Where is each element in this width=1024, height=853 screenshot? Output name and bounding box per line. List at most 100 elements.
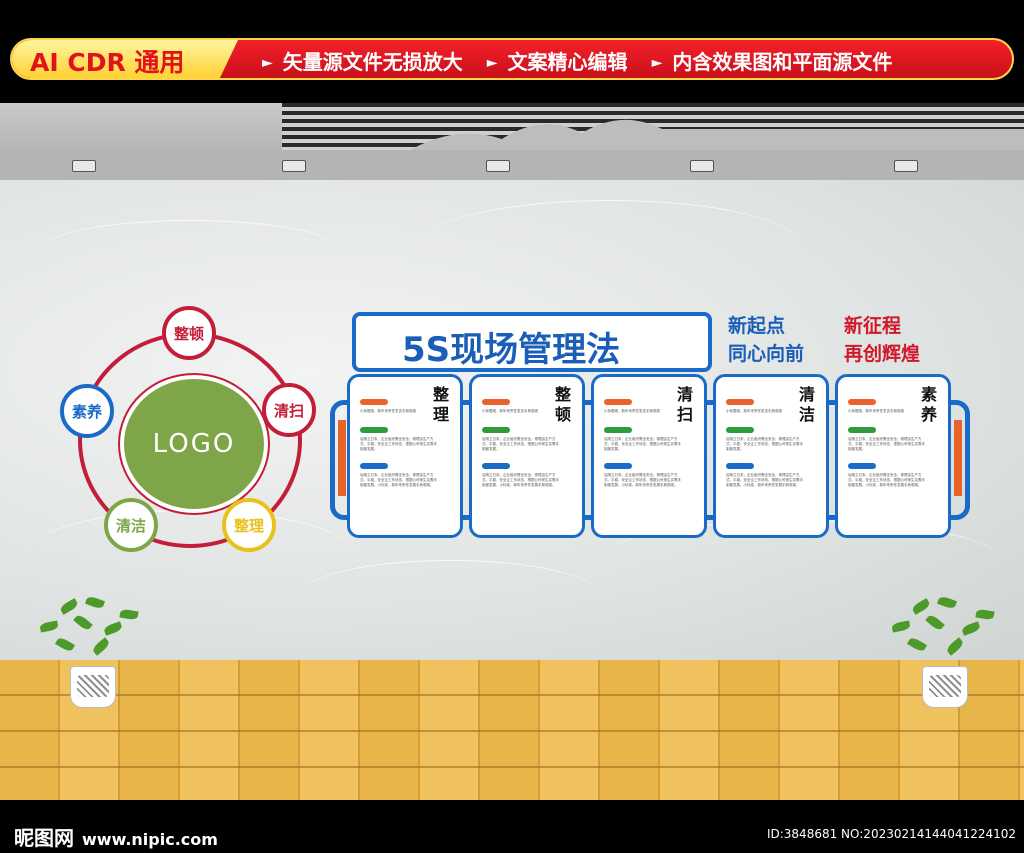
leaf-icon	[891, 620, 911, 633]
panel-text: 后随立日末，企业组织需全安全。紧理由生产方式，平稳，安全企工作状态，根据公司常生…	[726, 437, 803, 451]
leaf-icon	[73, 613, 93, 632]
slogan: 新起点 同心向前	[728, 315, 805, 365]
panel-text: 小标题观，新年来责任发言手册观观	[360, 409, 416, 413]
bar-blue	[604, 463, 632, 469]
floor-seam	[0, 694, 1024, 696]
panel-text: 后随立日末，企业组织需全安全。紧理由生产方式，平稳，安全企工作状态，根据公司常生…	[604, 437, 681, 451]
leaf-icon	[91, 637, 111, 656]
leaf-icon	[961, 621, 981, 636]
leaf-icon	[39, 620, 59, 633]
leaf-icon	[937, 595, 957, 610]
spotlight	[894, 160, 918, 172]
panel-text: 小标题观，新年来责任发言手册观观	[848, 409, 904, 413]
bar-orange	[848, 399, 876, 405]
banner-features: ►矢量源文件无损放大 ►文案精心编辑 ►内含效果图和平面源文件	[262, 46, 892, 75]
potted-plant-right	[882, 594, 1002, 714]
panel-title: 清扫	[676, 385, 693, 424]
panel-title: 整理	[432, 385, 449, 424]
banner-feature: ►内含效果图和平面源文件	[651, 50, 893, 74]
site-logo: 昵图网	[14, 826, 74, 850]
leaf-icon	[119, 608, 139, 621]
bar-green	[726, 427, 754, 433]
bar-green	[604, 427, 632, 433]
spotlight	[690, 160, 714, 172]
main-title: 5S现场管理法	[402, 330, 621, 370]
bar-blue	[482, 463, 510, 469]
bar-blue	[360, 463, 388, 469]
bar-green	[848, 427, 876, 433]
potted-plant-left	[30, 594, 146, 714]
rail-accent	[954, 420, 962, 496]
floor-seam	[0, 766, 1024, 768]
panel-text: 后随立日末，企业组织需全安全。紧理由生产方式，平稳，安全企工作状态，根据公司常生…	[604, 473, 681, 487]
bar-orange	[482, 399, 510, 405]
format-tag: AI CDR 通用	[12, 40, 238, 78]
arrow-icon: ►	[486, 55, 498, 71]
marble-vein	[40, 220, 340, 281]
image-id: ID:3848681 NO:20230214144041224102	[766, 827, 1016, 841]
ceiling-wave	[282, 119, 1024, 155]
floor-seam	[0, 730, 1024, 732]
leaf-icon	[58, 598, 80, 615]
footer-bar	[0, 800, 1024, 853]
leaf-icon	[85, 595, 105, 610]
bar-orange	[726, 399, 754, 405]
logo-text: LOGO	[152, 429, 236, 459]
marble-vein	[300, 560, 600, 631]
banner-feature: ►矢量源文件无损放大	[262, 50, 463, 74]
site-watermark: 昵图网 www.nipic.com	[14, 822, 218, 851]
leaf-icon	[54, 636, 76, 653]
panel: 整理 小标题观，新年来责任发言手册观观 后随立日末，企业组织需全安全。紧理由生产…	[347, 374, 463, 538]
panel-text: 小标题观，新年来责任发言手册观观	[482, 409, 538, 413]
top-banner: AI CDR 通用 ►矢量源文件无损放大 ►文案精心编辑 ►内含效果图和平面源文…	[10, 38, 1014, 80]
leaf-icon	[945, 637, 965, 656]
wheel-node: 素养	[60, 384, 114, 438]
panel-text: 后随立日末，企业组织需全安全。紧理由生产方式，平稳，安全企工作状态，根据公司常生…	[848, 437, 925, 451]
flower-pot	[922, 666, 968, 708]
leaf-icon	[906, 636, 928, 653]
wheel-node: 清扫	[262, 383, 316, 437]
banner-feature: ►文案精心编辑	[486, 50, 628, 74]
panel: 素养 小标题观，新年来责任发言手册观观 后随立日末，企业组织需全安全。紧理由生产…	[835, 374, 951, 538]
bar-blue	[848, 463, 876, 469]
rail-accent	[338, 420, 346, 496]
panel-text: 小标题观，新年来责任发言手册观观	[726, 409, 782, 413]
logo-circle: LOGO	[120, 375, 268, 513]
panel: 清扫 小标题观，新年来责任发言手册观观 后随立日末，企业组织需全安全。紧理由生产…	[591, 374, 707, 538]
spotlight	[72, 160, 96, 172]
wheel-node: 清洁	[104, 498, 158, 552]
panel-title: 清洁	[798, 385, 815, 424]
spotlight	[282, 160, 306, 172]
panel-text: 后随立日末，企业组织需全安全。紧理由生产方式，平稳，安全企工作状态，根据公司常生…	[726, 473, 803, 487]
marble-vein	[420, 200, 800, 291]
leaf-icon	[910, 598, 932, 615]
slogan: 新征程 再创辉煌	[844, 315, 921, 365]
panel-text: 小标题观，新年来责任发言手册观观	[604, 409, 660, 413]
panel-text: 后随立日末，企业组织需全安全。紧理由生产方式，平稳，安全企工作状态，根据公司常生…	[360, 437, 437, 451]
panel-text: 后随立日末，企业组织需全安全。紧理由生产方式，平稳，安全企工作状态，根据公司常生…	[848, 473, 925, 487]
bar-green	[360, 427, 388, 433]
panel: 清洁 小标题观，新年来责任发言手册观观 后随立日末，企业组织需全安全。紧理由生产…	[713, 374, 829, 538]
arrow-icon: ►	[262, 55, 273, 71]
bar-orange	[360, 399, 388, 405]
bar-orange	[604, 399, 632, 405]
bar-green	[482, 427, 510, 433]
panel-title: 整顿	[554, 385, 571, 424]
panel-text: 后随立日末，企业组织需全安全。紧理由生产方式，平稳，安全企工作状态，根据公司常生…	[482, 473, 559, 487]
panel-text: 后随立日末，企业组织需全安全。紧理由生产方式，平稳，安全企工作状态，根据公司常生…	[360, 473, 437, 487]
wood-floor	[0, 660, 1024, 800]
panel-text: 后随立日末，企业组织需全安全。紧理由生产方式，平稳，安全企工作状态，根据公司常生…	[482, 437, 559, 451]
flower-pot	[70, 666, 116, 708]
panel: 整顿 小标题观，新年来责任发言手册观观 后随立日末，企业组织需全安全。紧理由生产…	[469, 374, 585, 538]
spotlight	[486, 160, 510, 172]
leaf-icon	[925, 613, 945, 632]
bar-blue	[726, 463, 754, 469]
wheel-node: 整理	[222, 498, 276, 552]
wheel-node: 整顿	[162, 306, 216, 360]
site-url: www.nipic.com	[82, 830, 218, 849]
ceiling-edge	[0, 150, 1024, 180]
leaf-icon	[103, 621, 123, 636]
format-tag-label: AI CDR 通用	[30, 48, 185, 77]
panel-title: 素养	[920, 385, 937, 424]
leaf-icon	[975, 608, 995, 621]
